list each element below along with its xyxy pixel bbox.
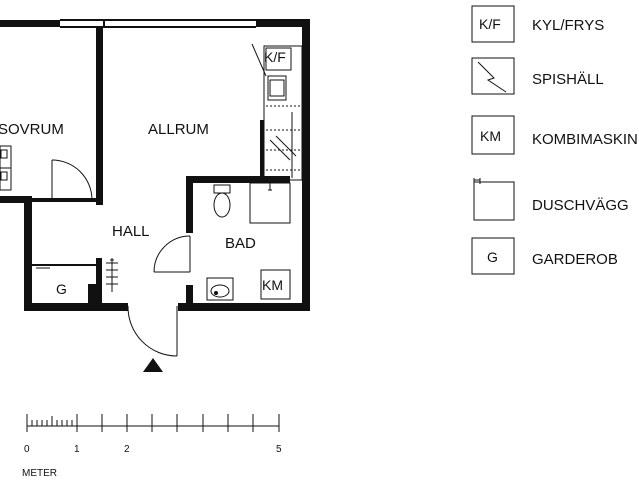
stove-icon — [471, 57, 515, 95]
legend: K/F KYL/FRYS SPISHÄLL KM KOMBIMASKIN DUS… — [471, 5, 638, 275]
doors — [51, 159, 191, 357]
legend-label-duschvagg: DUSCHVÄGG — [532, 197, 629, 214]
legend-key-g: G — [487, 249, 498, 265]
bathroom-fixtures — [206, 182, 291, 301]
wardrobe-icon — [471, 237, 515, 275]
legend-key-kf: K/F — [479, 16, 501, 32]
combi-machine-icon — [471, 115, 515, 155]
scale-tick-0: 0 — [24, 444, 30, 455]
scale-tick-2: 2 — [124, 444, 130, 455]
scale-tick-5: 5 — [276, 444, 282, 455]
room-label-sovrum: SOVRUM — [0, 121, 64, 138]
walls — [0, 19, 310, 311]
legend-label-garderob: GARDEROB — [532, 251, 618, 268]
fixture-label-kf: K/F — [264, 49, 286, 65]
kitchen — [251, 43, 303, 181]
legend-label-spishall: SPISHÄLL — [532, 71, 604, 88]
legend-key-km: KM — [480, 128, 501, 144]
shower-wall-icon — [473, 178, 515, 221]
room-label-bad: BAD — [225, 235, 256, 252]
entrance-arrow — [143, 358, 163, 372]
scale-unit: METER — [22, 468, 57, 479]
legend-label-kombimaskin: KOMBIMASKIN — [532, 131, 638, 148]
fixture-label-km: KM — [262, 277, 283, 293]
fridge-freezer-icon — [471, 5, 515, 43]
scale-bar — [26, 414, 280, 432]
room-label-hall: HALL — [112, 223, 150, 240]
fixture-label-g: G — [56, 281, 67, 297]
room-label-allrum: ALLRUM — [148, 121, 209, 138]
sovrum-fixtures — [0, 145, 12, 191]
hall-fixtures — [36, 258, 118, 292]
legend-label-kylfrys: KYL/FRYS — [532, 17, 604, 34]
scale-tick-1: 1 — [74, 444, 80, 455]
